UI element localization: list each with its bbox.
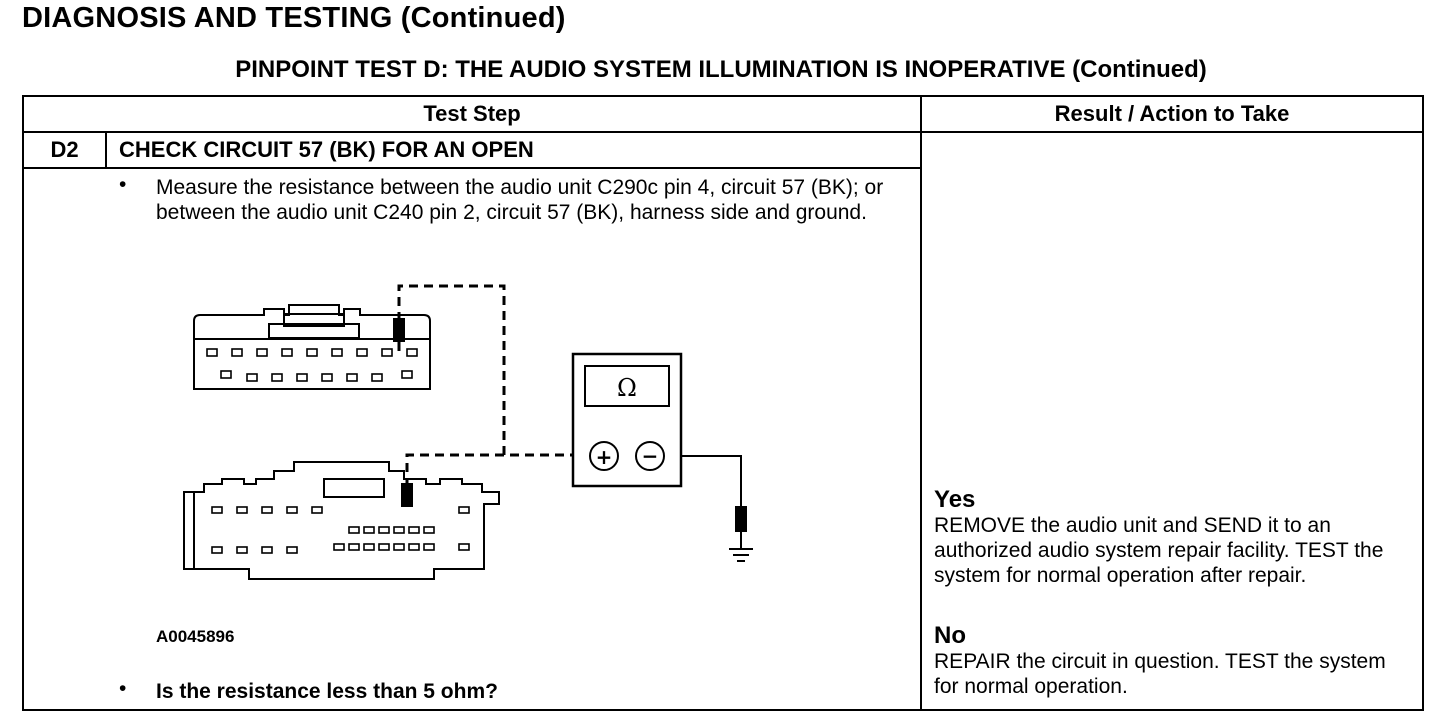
pinpoint-test-title: PINPOINT TEST D: THE AUDIO SYSTEM ILLUMI… bbox=[235, 56, 1207, 83]
multimeter-icon bbox=[571, 352, 683, 488]
connector-c290c bbox=[193, 304, 431, 390]
ground-icon bbox=[729, 531, 753, 562]
ohm-symbol: Ω bbox=[617, 374, 637, 402]
table-header-row: Test Step Result / Action to Take bbox=[21, 95, 1425, 133]
page-title: DIAGNOSIS AND TESTING (Continued) bbox=[22, 2, 566, 34]
step-title: CHECK CIRCUIT 57 (BK) FOR AN OPEN bbox=[104, 131, 923, 169]
minus-terminal-icon: − bbox=[642, 444, 659, 468]
figure-id: A0045896 bbox=[156, 627, 235, 646]
step-title-row: D2 CHECK CIRCUIT 57 (BK) FOR AN OPEN Yes… bbox=[22, 131, 1425, 711]
step-question: Is the resistance less than 5 ohm? bbox=[156, 680, 498, 703]
result-yes: Yes REMOVE the audio unit and SEND it to… bbox=[934, 487, 1414, 588]
no-label: No bbox=[934, 622, 967, 649]
step-id: D2 bbox=[22, 131, 107, 169]
result-no: No REPAIR the circuit in question. TEST … bbox=[934, 623, 1414, 699]
yes-label: Yes bbox=[934, 486, 976, 513]
connector-c240 bbox=[183, 461, 500, 580]
step-instruction: Measure the resistance between the audio… bbox=[156, 176, 884, 224]
bullet-icon: • bbox=[119, 677, 127, 700]
connector-diagram: Ω + − bbox=[183, 284, 753, 580]
yes-action-text: REMOVE the audio unit and SEND it to an … bbox=[934, 514, 1384, 587]
header-test-step: Test Step bbox=[21, 95, 923, 133]
bullet-icon: • bbox=[119, 173, 127, 196]
result-cell: Yes REMOVE the audio unit and SEND it to… bbox=[920, 131, 1425, 711]
pinpoint-test-table: Test Step Result / Action to Take D2 CHE… bbox=[21, 95, 1425, 711]
header-result-action: Result / Action to Take bbox=[920, 95, 1425, 133]
step-body-cell: • Measure the resistance between the aud… bbox=[21, 167, 923, 711]
step-body-row: • Measure the resistance between the aud… bbox=[21, 167, 1423, 711]
no-action-text: REPAIR the circuit in question. TEST the… bbox=[934, 650, 1386, 698]
plus-terminal-icon: + bbox=[596, 445, 613, 469]
